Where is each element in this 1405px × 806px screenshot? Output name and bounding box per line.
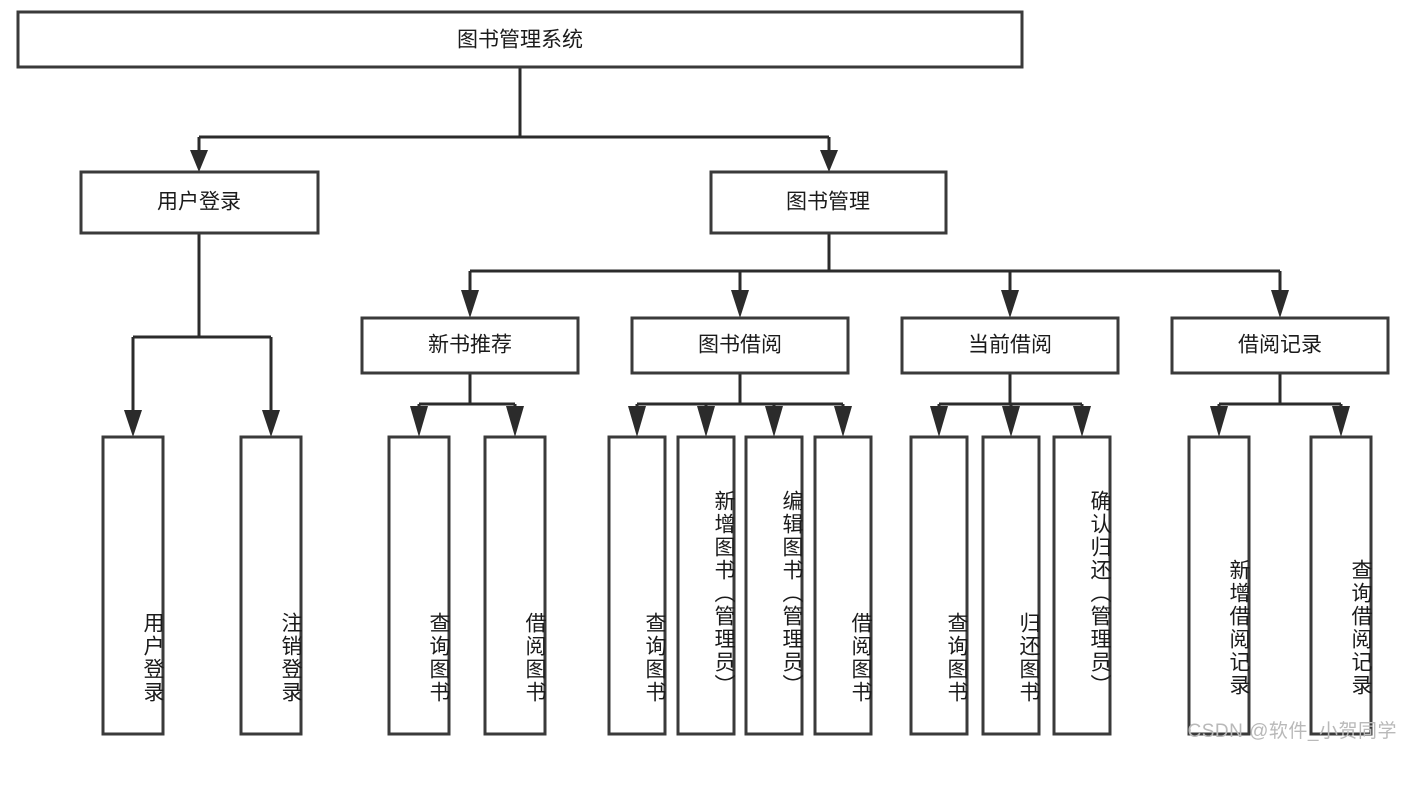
node-box-current-borrow[interactable]	[900, 316, 1120, 375]
arrow-to-current-borrow	[1001, 290, 1019, 318]
node-layer: 图书管理系统 用户登录 图书管理 新书推荐 图书借阅 当前借阅 借阅记录	[16, 10, 1390, 736]
node-box-leaf-confirm-return[interactable]	[1052, 435, 1112, 736]
arrow-to-leaf-return-book	[1002, 406, 1020, 437]
node-box-leaf-logout[interactable]	[239, 435, 303, 736]
node-box-borrow-record[interactable]	[1170, 316, 1390, 375]
arrow-to-borrow-record	[1271, 290, 1289, 318]
arrow-to-leaf-borrow-book-2	[834, 406, 852, 437]
node-box-leaf-query-book-1[interactable]	[387, 435, 451, 736]
node-box-leaf-edit-book[interactable]	[744, 435, 804, 736]
arrow-to-leaf-logout	[262, 410, 280, 437]
node-box-leaf-add-borrow-record[interactable]	[1187, 435, 1251, 736]
arrow-to-book-borrow	[731, 290, 749, 318]
node-label-user-login: 用户登录	[157, 191, 241, 214]
node-box-leaf-user-login[interactable]	[101, 435, 165, 736]
arrow-to-leaf-query-borrow-record	[1332, 406, 1350, 437]
node-box-leaf-add-book[interactable]	[676, 435, 736, 736]
node-box-leaf-query-book-2[interactable]	[607, 435, 667, 736]
node-box-leaf-borrow-book-2[interactable]	[813, 435, 873, 736]
node-box-leaf-query-book-3[interactable]	[909, 435, 969, 736]
node-box-leaf-query-borrow-record[interactable]	[1309, 435, 1373, 736]
node-label-book-manage: 图书管理	[786, 191, 870, 214]
arrow-to-leaf-add-borrow-record	[1210, 406, 1228, 437]
node-label-new-book-recommend: 新书推荐	[428, 334, 512, 357]
node-label-book-borrow: 图书借阅	[698, 334, 782, 357]
arrow-to-leaf-query-book-2	[628, 406, 646, 437]
arrow-to-leaf-confirm-return	[1073, 406, 1091, 437]
diagram-svg: 图书管理系统 用户登录 图书管理 新书推荐 图书借阅 当前借阅 借阅记录	[16, 10, 1390, 736]
arrow-to-leaf-edit-book	[765, 406, 783, 437]
arrow-to-leaf-borrow-book-1	[506, 406, 524, 437]
arrow-to-book-manage	[820, 150, 838, 172]
arrow-to-leaf-query-book-1	[410, 406, 428, 437]
node-box-leaf-borrow-book-1[interactable]	[483, 435, 547, 736]
node-box-book-borrow[interactable]	[630, 316, 850, 375]
watermark-text: CSDN @软件_小贺同学	[1187, 721, 1397, 742]
node-box-user-login[interactable]	[79, 170, 320, 235]
arrow-to-leaf-user-login	[124, 410, 142, 437]
connector-layer	[124, 67, 1350, 437]
node-label-root: 图书管理系统	[457, 29, 583, 52]
node-label-current-borrow: 当前借阅	[968, 334, 1052, 357]
arrow-to-new-book-recommend	[461, 290, 479, 318]
node-label-borrow-record: 借阅记录	[1238, 334, 1322, 357]
node-box-book-manage[interactable]	[709, 170, 948, 235]
arrow-to-leaf-query-book-3	[930, 406, 948, 437]
diagram-canvas: 图书管理系统 用户登录 图书管理 新书推荐 图书借阅 当前借阅 借阅记录	[16, 10, 1397, 742]
node-box-new-book-recommend[interactable]	[360, 316, 580, 375]
arrow-to-user-login	[190, 150, 208, 172]
node-box-leaf-return-book[interactable]	[981, 435, 1041, 736]
node-box-root[interactable]	[16, 10, 1024, 69]
arrow-to-leaf-add-book	[697, 406, 715, 437]
